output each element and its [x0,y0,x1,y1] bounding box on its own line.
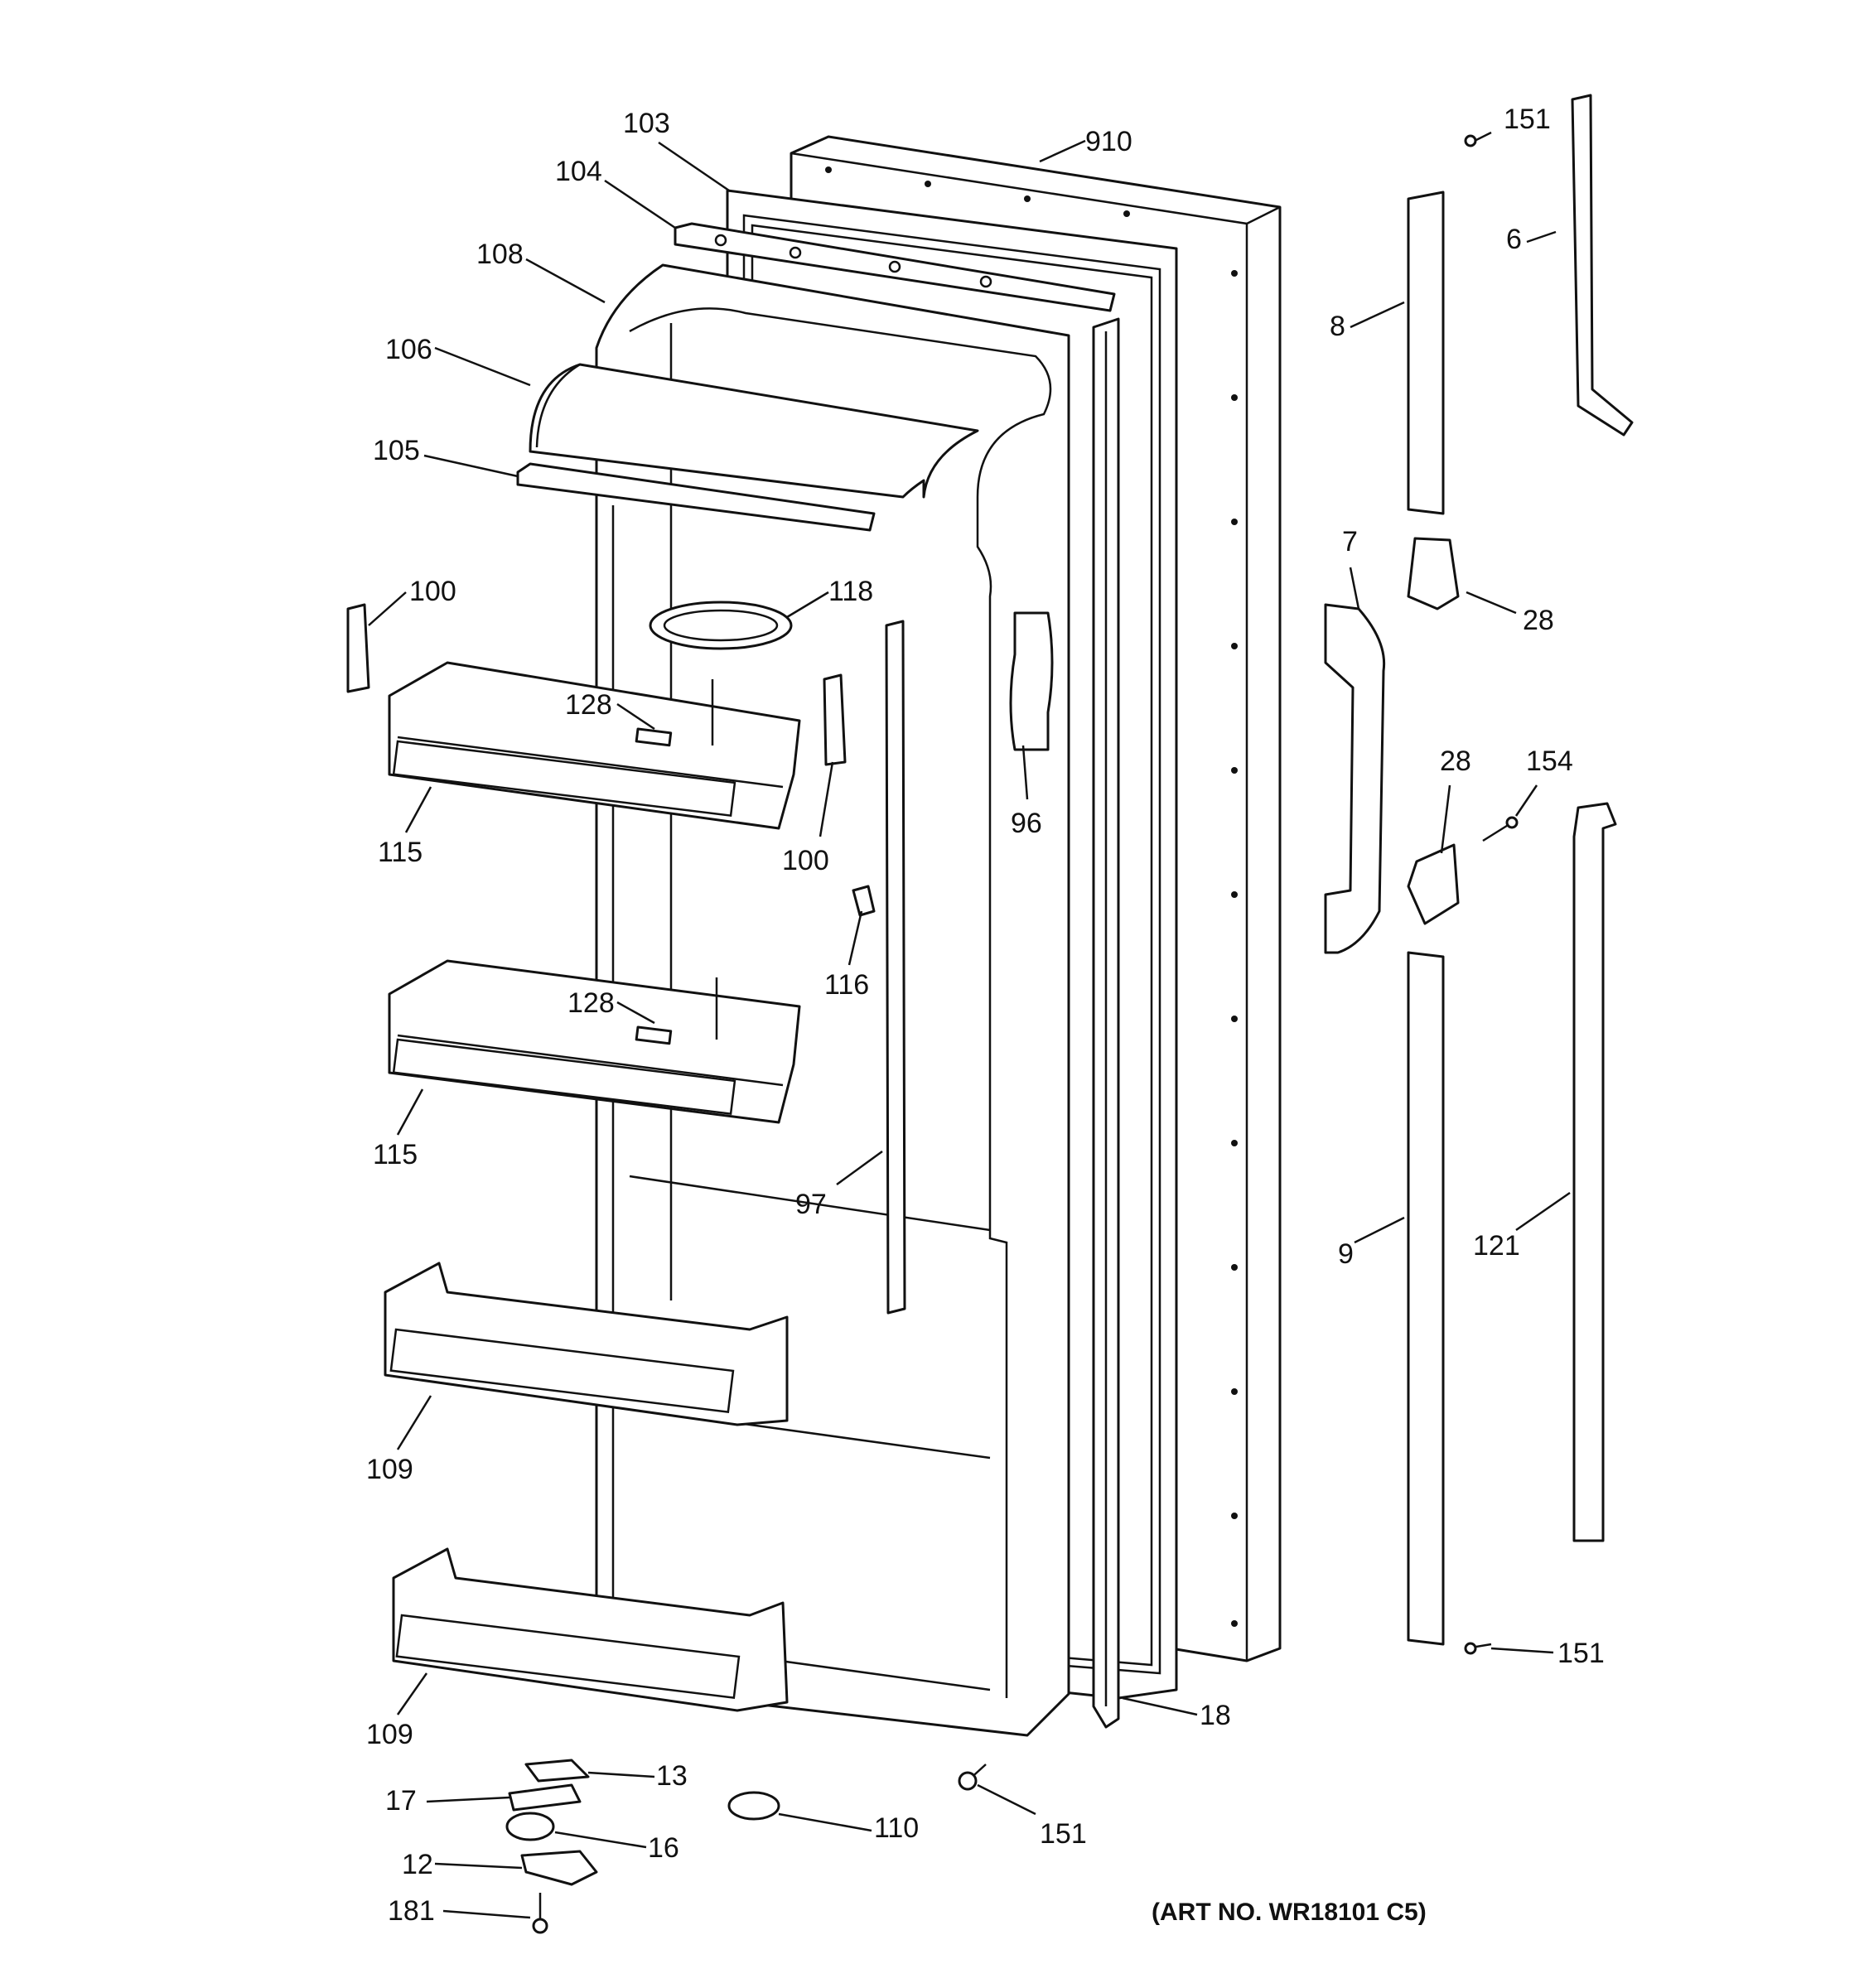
callout-154: 154 [1526,746,1573,777]
door-bin-lower-divider [635,1025,673,1045]
shelf-rail [1009,611,1054,751]
callout-105: 105 [373,435,420,466]
door-handle [1324,603,1386,954]
shelf-support-right [823,673,847,766]
hinge-shim [508,1783,582,1812]
callout-108: 108 [476,239,524,270]
callout-103: 103 [623,108,670,139]
hinge-bushing [505,1812,555,1841]
screw-liner [958,1764,987,1791]
liner-trim-strip [885,620,906,1315]
callout-12: 12 [402,1849,433,1880]
handle-mount-bracket [1407,191,1445,515]
callout-910: 910 [1085,126,1132,157]
screw-top [1464,131,1492,147]
dairy-door-rail [516,462,876,532]
callout-28-bottom: 28 [1440,746,1471,777]
callout-100-left: 100 [409,576,456,607]
callout-128-upper: 128 [565,689,612,721]
callout-104: 104 [555,156,602,187]
liner-top-flange [674,222,1116,312]
dairy-compartment-door [529,363,979,499]
callout-118: 118 [828,576,873,607]
callout-181: 181 [388,1895,435,1927]
callout-121: 121 [1473,1230,1520,1262]
door-bin-upper [388,661,801,830]
callout-128-lower: 128 [567,987,615,1019]
callout-97: 97 [795,1189,827,1220]
handle-end-cap-bottom [1407,843,1460,925]
shelf-clip [852,885,876,917]
callout-100-right: 100 [782,845,829,876]
screw-bottom [1464,1642,1492,1655]
hinge-bracket [520,1850,598,1886]
door-stop [727,1791,780,1821]
callout-115-upper: 115 [378,837,423,868]
callout-115-lower: 115 [373,1139,418,1170]
callout-9: 9 [1338,1238,1354,1270]
door-bin-upper-divider [635,727,673,747]
callout-7: 7 [1342,526,1358,557]
callout-13: 13 [656,1760,688,1792]
callout-96: 96 [1011,808,1042,839]
callout-17: 17 [385,1785,417,1817]
hinge-screw [532,1893,548,1934]
breaker-strip [1092,317,1120,1729]
leader-lines [368,139,1571,1919]
screw-handle [1482,816,1519,842]
handle-end-cap-top [1407,537,1460,610]
callout-151-top: 151 [1504,104,1551,135]
art-number: (ART NO. WR18101 C5) [1152,1899,1427,1926]
hinge-plate [524,1759,590,1783]
callout-116: 116 [824,969,869,1001]
callout-16: 16 [648,1832,679,1864]
callout-110: 110 [874,1812,919,1844]
callout-18: 18 [1200,1700,1231,1731]
handle-trim-top [1571,94,1634,437]
callout-28-top: 28 [1523,605,1554,636]
callout-8: 8 [1330,311,1345,342]
callout-151-liner: 151 [1040,1818,1087,1850]
handle-trim [1572,802,1617,1542]
callout-6: 6 [1506,224,1522,255]
callout-109-lower: 109 [366,1719,413,1750]
door-bin-lower [388,959,801,1124]
door-bin-large-upper [384,1262,789,1426]
handle-mount-bracket-bottom [1407,951,1445,1646]
callout-151-bottom: 151 [1557,1638,1605,1669]
egg-tray [649,601,793,650]
door-bin-large-lower [392,1547,789,1712]
callout-109-upper: 109 [366,1454,413,1485]
shelf-support-left [346,603,370,693]
callout-106: 106 [385,334,432,365]
